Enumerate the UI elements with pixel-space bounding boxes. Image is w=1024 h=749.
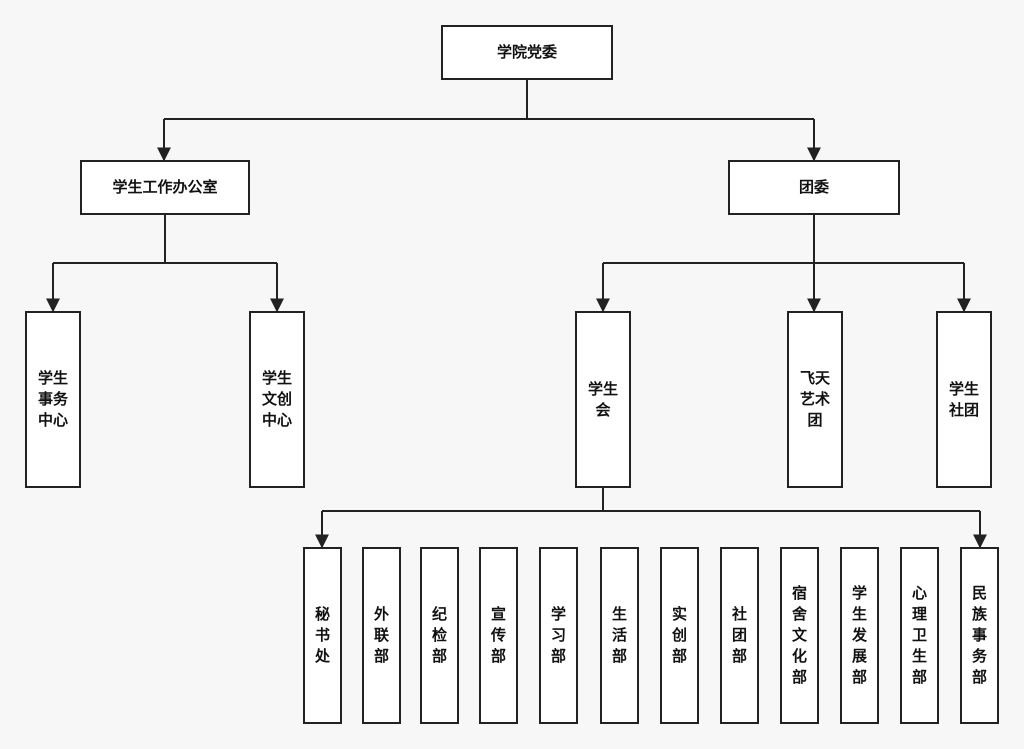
dept-label: 社 团 部 bbox=[731, 605, 747, 665]
clubs-label: 学生 社团 bbox=[948, 379, 979, 419]
root-node: 学院党委 bbox=[441, 25, 613, 80]
root-label: 学院党委 bbox=[496, 43, 557, 61]
dept-label: 实 创 部 bbox=[671, 605, 687, 665]
dept-node: 学 生 发 展 部 bbox=[840, 547, 879, 724]
affairs-label: 学生 事务 中心 bbox=[37, 369, 68, 429]
affairs-node: 学生 事务 中心 bbox=[25, 311, 81, 488]
dept-node: 实 创 部 bbox=[660, 547, 699, 724]
dept-node: 民 族 事 务 部 bbox=[960, 547, 999, 724]
dept-node: 社 团 部 bbox=[720, 547, 759, 724]
dept-node: 纪 检 部 bbox=[420, 547, 459, 724]
dept-node: 宿 舍 文 化 部 bbox=[780, 547, 819, 724]
dept-label: 学 习 部 bbox=[550, 605, 566, 665]
dept-node: 生 活 部 bbox=[600, 547, 639, 724]
dept-node: 外 联 部 bbox=[362, 547, 401, 724]
dept-node: 心 理 卫 生 部 bbox=[900, 547, 939, 724]
dept-label: 民 族 事 务 部 bbox=[971, 584, 987, 686]
dept-node: 学 习 部 bbox=[539, 547, 578, 724]
dept-label: 学 生 发 展 部 bbox=[851, 584, 867, 686]
youth-node: 团委 bbox=[728, 160, 900, 215]
union-label: 学生 会 bbox=[587, 379, 618, 419]
dept-node: 秘 书 处 bbox=[303, 547, 342, 724]
dept-label: 生 活 部 bbox=[611, 605, 627, 665]
dept-label: 秘 书 处 bbox=[314, 605, 330, 665]
office-node: 学生工作办公室 bbox=[80, 160, 250, 215]
clubs-node: 学生 社团 bbox=[936, 311, 992, 488]
arts-node: 飞天 艺术 团 bbox=[787, 311, 843, 488]
union-node: 学生 会 bbox=[575, 311, 631, 488]
culture-node: 学生 文创 中心 bbox=[249, 311, 305, 488]
dept-label: 宿 舍 文 化 部 bbox=[791, 584, 807, 686]
dept-label: 纪 检 部 bbox=[431, 605, 447, 665]
dept-label: 心 理 卫 生 部 bbox=[911, 584, 927, 686]
dept-node: 宣 传 部 bbox=[479, 547, 518, 724]
office-label: 学生工作办公室 bbox=[112, 178, 218, 196]
youth-label: 团委 bbox=[798, 178, 829, 196]
dept-label: 宣 传 部 bbox=[490, 605, 506, 665]
culture-label: 学生 文创 中心 bbox=[261, 369, 292, 429]
arts-label: 飞天 艺术 团 bbox=[799, 369, 830, 429]
dept-label: 外 联 部 bbox=[373, 605, 389, 665]
